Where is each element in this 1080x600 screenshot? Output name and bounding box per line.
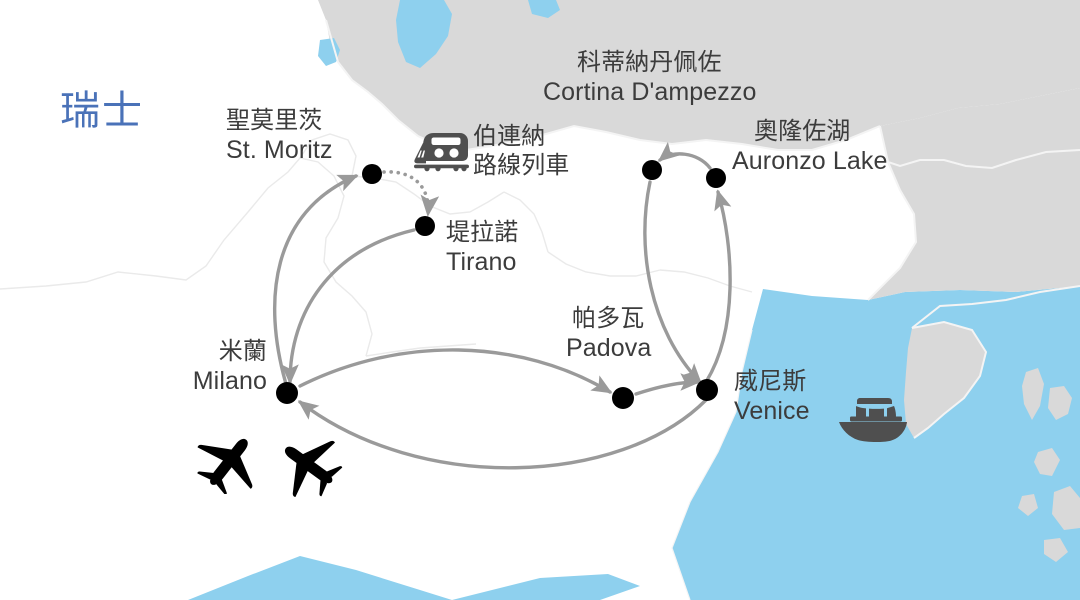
lake-constance — [396, 0, 452, 68]
route-tirano-to-milano — [281, 228, 416, 385]
node-auronzo-lake[interactable] — [706, 168, 726, 188]
island-cres — [1022, 368, 1044, 420]
city-label-venice-zh: 威尼斯 — [734, 368, 807, 395]
route-venice-to-milano — [297, 398, 708, 470]
node-padova[interactable] — [612, 387, 634, 409]
city-label-auronzo-en: Auronzo Lake — [732, 147, 888, 176]
node-st-moritz[interactable] — [362, 164, 382, 184]
node-milano[interactable] — [276, 382, 298, 404]
route-milano-to-padova — [298, 348, 613, 394]
train-icon — [412, 130, 472, 172]
city-nodes — [276, 160, 726, 409]
city-label-auronzo-zh: 奧隆佐湖 — [754, 118, 851, 145]
boat-icon — [836, 396, 910, 444]
airplane-arrival-icon — [192, 432, 264, 496]
city-label-cortina-zh: 科蒂納丹佩佐 — [577, 49, 722, 76]
city-label-st-moritz: 聖莫里茨 St. Moritz — [226, 106, 333, 166]
region-balkan — [868, 88, 1080, 300]
route-cortina-to-venice — [643, 180, 702, 384]
node-tirano[interactable] — [415, 216, 435, 236]
city-label-venice: 威尼斯 Venice — [734, 367, 810, 427]
train-icon-svg — [414, 133, 469, 172]
transport-label-bernina-express: 伯連納 路線列車 — [473, 122, 569, 181]
country-label-switzerland: 瑞士 — [60, 89, 144, 133]
city-label-milano: 米蘭 Milano — [57, 337, 267, 397]
island-small-1 — [1018, 494, 1038, 516]
airplane-departure-icon-svg — [284, 440, 343, 497]
island-small-2 — [1044, 538, 1068, 562]
route-st-moritz-to-tirano-train — [382, 170, 440, 217]
city-label-venice-en: Venice — [734, 397, 810, 426]
bernina-label-line2: 路線列車 — [473, 152, 570, 180]
node-cortina-dampezzo[interactable] — [642, 160, 662, 180]
city-label-tirano: 堤拉諾 Tirano — [446, 218, 518, 278]
ligurian-sea — [140, 556, 452, 600]
lake-geneva-small — [318, 38, 340, 66]
region-istria — [904, 322, 986, 438]
island-rab — [1034, 448, 1060, 476]
region-alpine-north — [318, 0, 1080, 150]
city-label-tirano-zh: 堤拉諾 — [446, 219, 519, 246]
city-label-cortina-en: Cortina D'ampezzo — [543, 78, 757, 107]
node-venice[interactable] — [696, 379, 718, 401]
coastline — [671, 329, 753, 600]
bernina-label-line1: 伯連納 — [473, 123, 546, 150]
city-label-auronzo-lake: 奧隆佐湖 Auronzo Lake — [732, 117, 887, 177]
route-auronzo-to-cortina — [657, 141, 712, 170]
city-label-st-moritz-en: St. Moritz — [226, 136, 333, 165]
boat-icon-svg — [839, 398, 907, 443]
airplane-arrival-icon-svg — [197, 438, 253, 496]
route-venice-to-auronzo — [704, 189, 732, 384]
island-pag — [1052, 486, 1080, 530]
ligurian-sea-2 — [452, 574, 640, 600]
city-label-padova: 帕多瓦 Padova — [566, 304, 651, 364]
city-label-padova-zh: 帕多瓦 — [572, 305, 645, 332]
island-krk — [1048, 386, 1072, 420]
city-label-cortina-dampezzo: 科蒂納丹佩佐 Cortina D'ampezzo — [543, 48, 757, 108]
city-label-st-moritz-zh: 聖莫里茨 — [226, 107, 323, 134]
city-label-milano-zh: 米蘭 — [218, 338, 267, 365]
city-label-milano-en: Milano — [192, 367, 267, 396]
route-padova-to-venice — [634, 373, 701, 396]
city-label-tirano-en: Tirano — [446, 248, 517, 277]
country-borders — [325, 19, 1080, 439]
lake-north-east — [528, 0, 560, 18]
route-milano-to-st-moritz — [272, 174, 359, 386]
city-label-padova-en: Padova — [566, 334, 652, 363]
airplane-departure-icon — [274, 434, 346, 498]
